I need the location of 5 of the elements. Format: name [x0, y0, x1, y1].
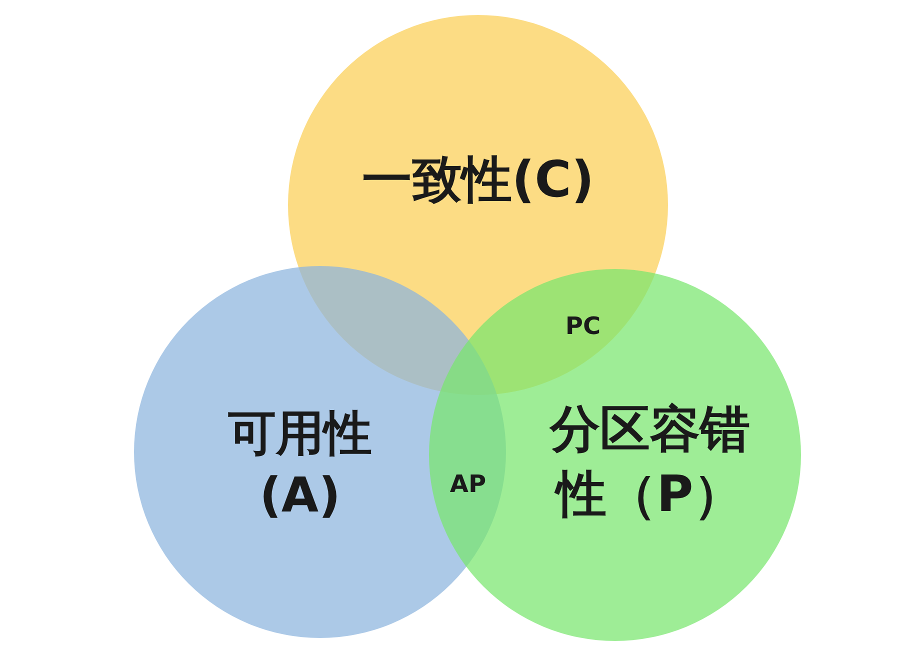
- circle-label: 一致性(C): [360, 150, 596, 210]
- circle-label: 可用性(A): [227, 404, 373, 526]
- intersection-label: AP: [450, 470, 486, 498]
- circle-label: 分区容错性（P）: [548, 399, 751, 525]
- intersection-label: PC: [565, 312, 601, 340]
